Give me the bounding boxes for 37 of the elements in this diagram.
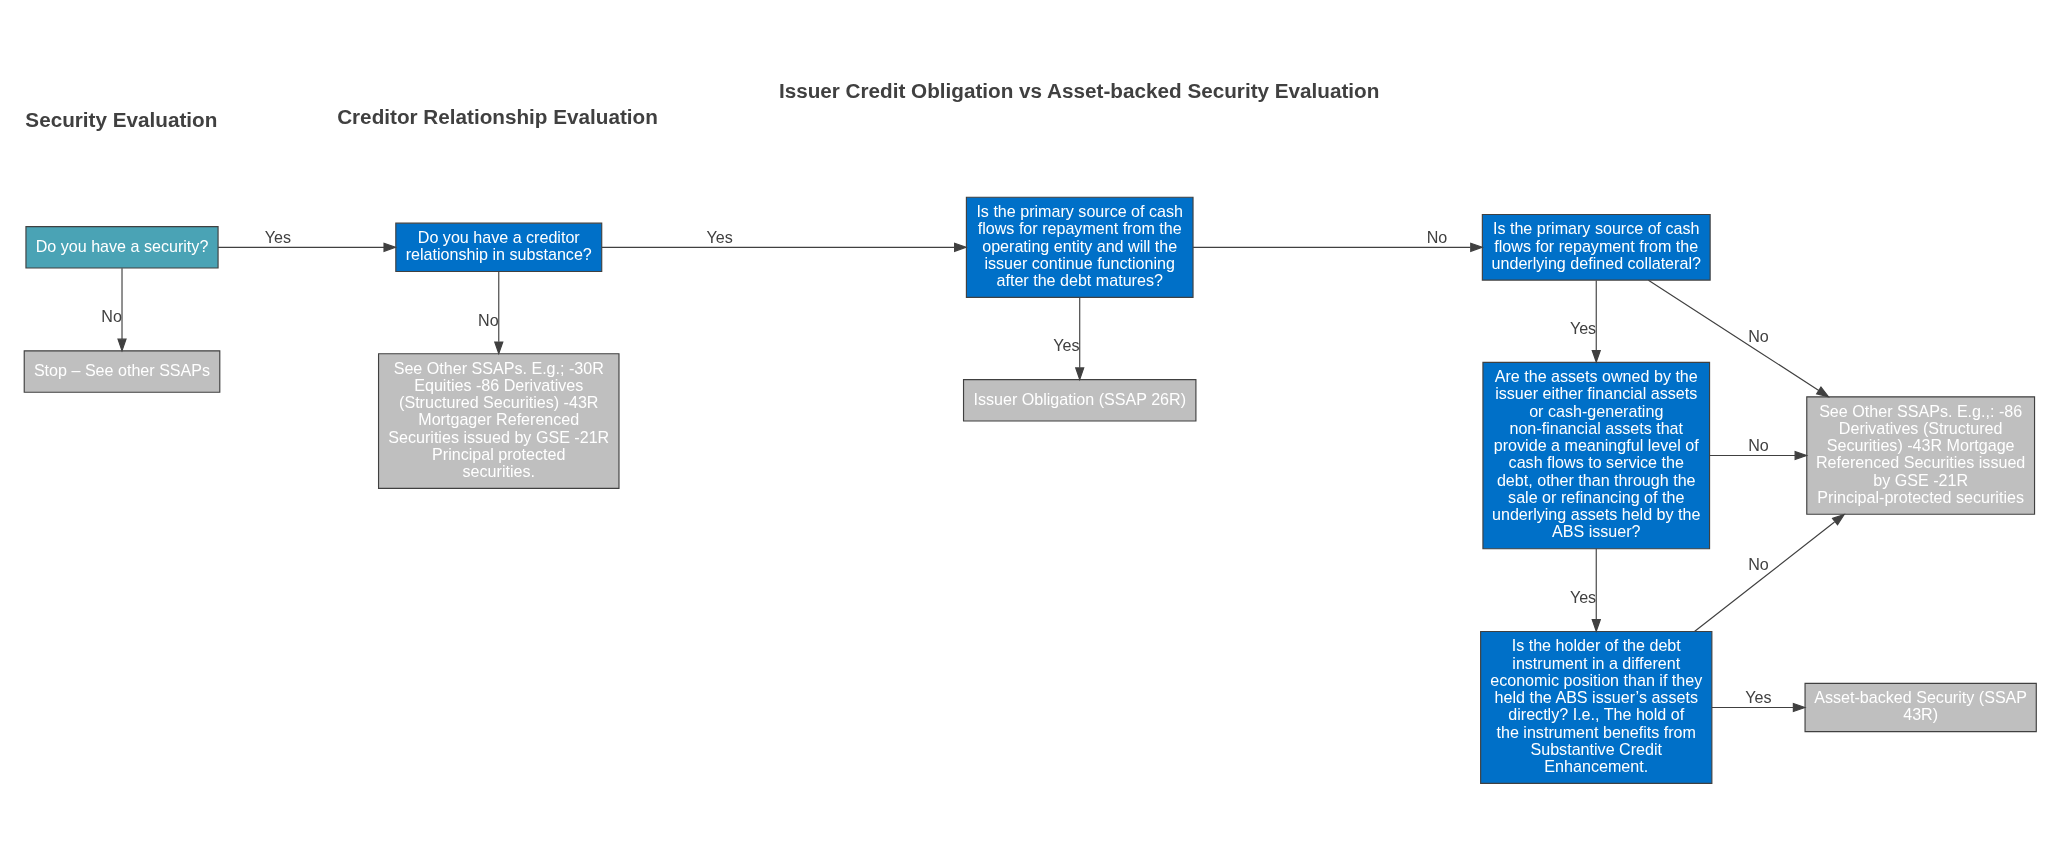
arrow [1591, 547, 1602, 633]
edge-label: Yes [264, 227, 292, 246]
node-box: Is the holder of the debt instrument in a different economic position than if they held the ABS issuer’s assets directly? I.e., The hold of the instrument benefits from Substantive Credit Enhancement. [1480, 630, 1713, 784]
arrow [117, 267, 127, 352]
arrow [1591, 279, 1602, 364]
label: Issuer Credit Obligation vs Asset-backed Security Evaluation [778, 78, 1380, 102]
arrow [1647, 279, 1830, 398]
node-box: Do you have a creditor relationship in substance? [395, 222, 603, 272]
edge-label: Yes [1745, 687, 1772, 706]
label: Security Evaluation [25, 107, 218, 131]
edge-label: Yes [1569, 318, 1597, 337]
node-box: Stop – See other SSAPs [23, 349, 221, 393]
arrow [601, 242, 968, 252]
node-box: Issuer Obligation (SSAP 26R) [962, 378, 1197, 422]
edge-label: Yes [1569, 587, 1597, 606]
edge-label: Yes [706, 227, 733, 246]
label: Creditor Relationship Evaluation [337, 104, 658, 128]
node-box: Are the assets owned by the issuer either financial assets or cash-generating non-financial assets that provide a meaningful level of cash flows to service the debt, other than through the sale or refinancing of the underlying assets held by the ABS issuer? [1482, 361, 1711, 549]
edge-label: No [1748, 326, 1769, 345]
node-box: Is the primary source of cash flows for repayment from the operating entity and will the issuer continue functioning after the debt matures? [965, 196, 1194, 298]
arrow [1693, 512, 1846, 632]
edge-label: No [1748, 435, 1769, 454]
arrow [493, 270, 504, 355]
node-box: Asset-backed Security (SSAP 43R) [1804, 682, 2037, 732]
arrow [1711, 702, 1807, 712]
edge-label: No [1426, 227, 1448, 246]
edge-label: No [1748, 554, 1769, 573]
node-box: See Other SSAPs. E.g.; -30R Equities -86 Derivatives (Structured Securities) -43R Mortgager Referenced Securities issued by GSE -21R Principal protected securities. [377, 352, 620, 489]
node-box: Is the primary source of cash flows for repayment from the underlying defined collateral? [1481, 213, 1711, 281]
node-box: Do you have a security? [25, 225, 219, 269]
arrow [1709, 450, 1809, 460]
edge-label: Yes [1053, 335, 1080, 354]
arrow [1074, 296, 1085, 381]
edge-label: No [478, 310, 499, 329]
arrow [217, 242, 398, 252]
node-box: See Other SSAPs. E.g.,: -86 Derivatives (Structured Securities) -43R Mortgage Referenced Securities issued by GSE -21R Principal-protected securities [1806, 395, 2036, 515]
arrow [1192, 241, 1484, 252]
